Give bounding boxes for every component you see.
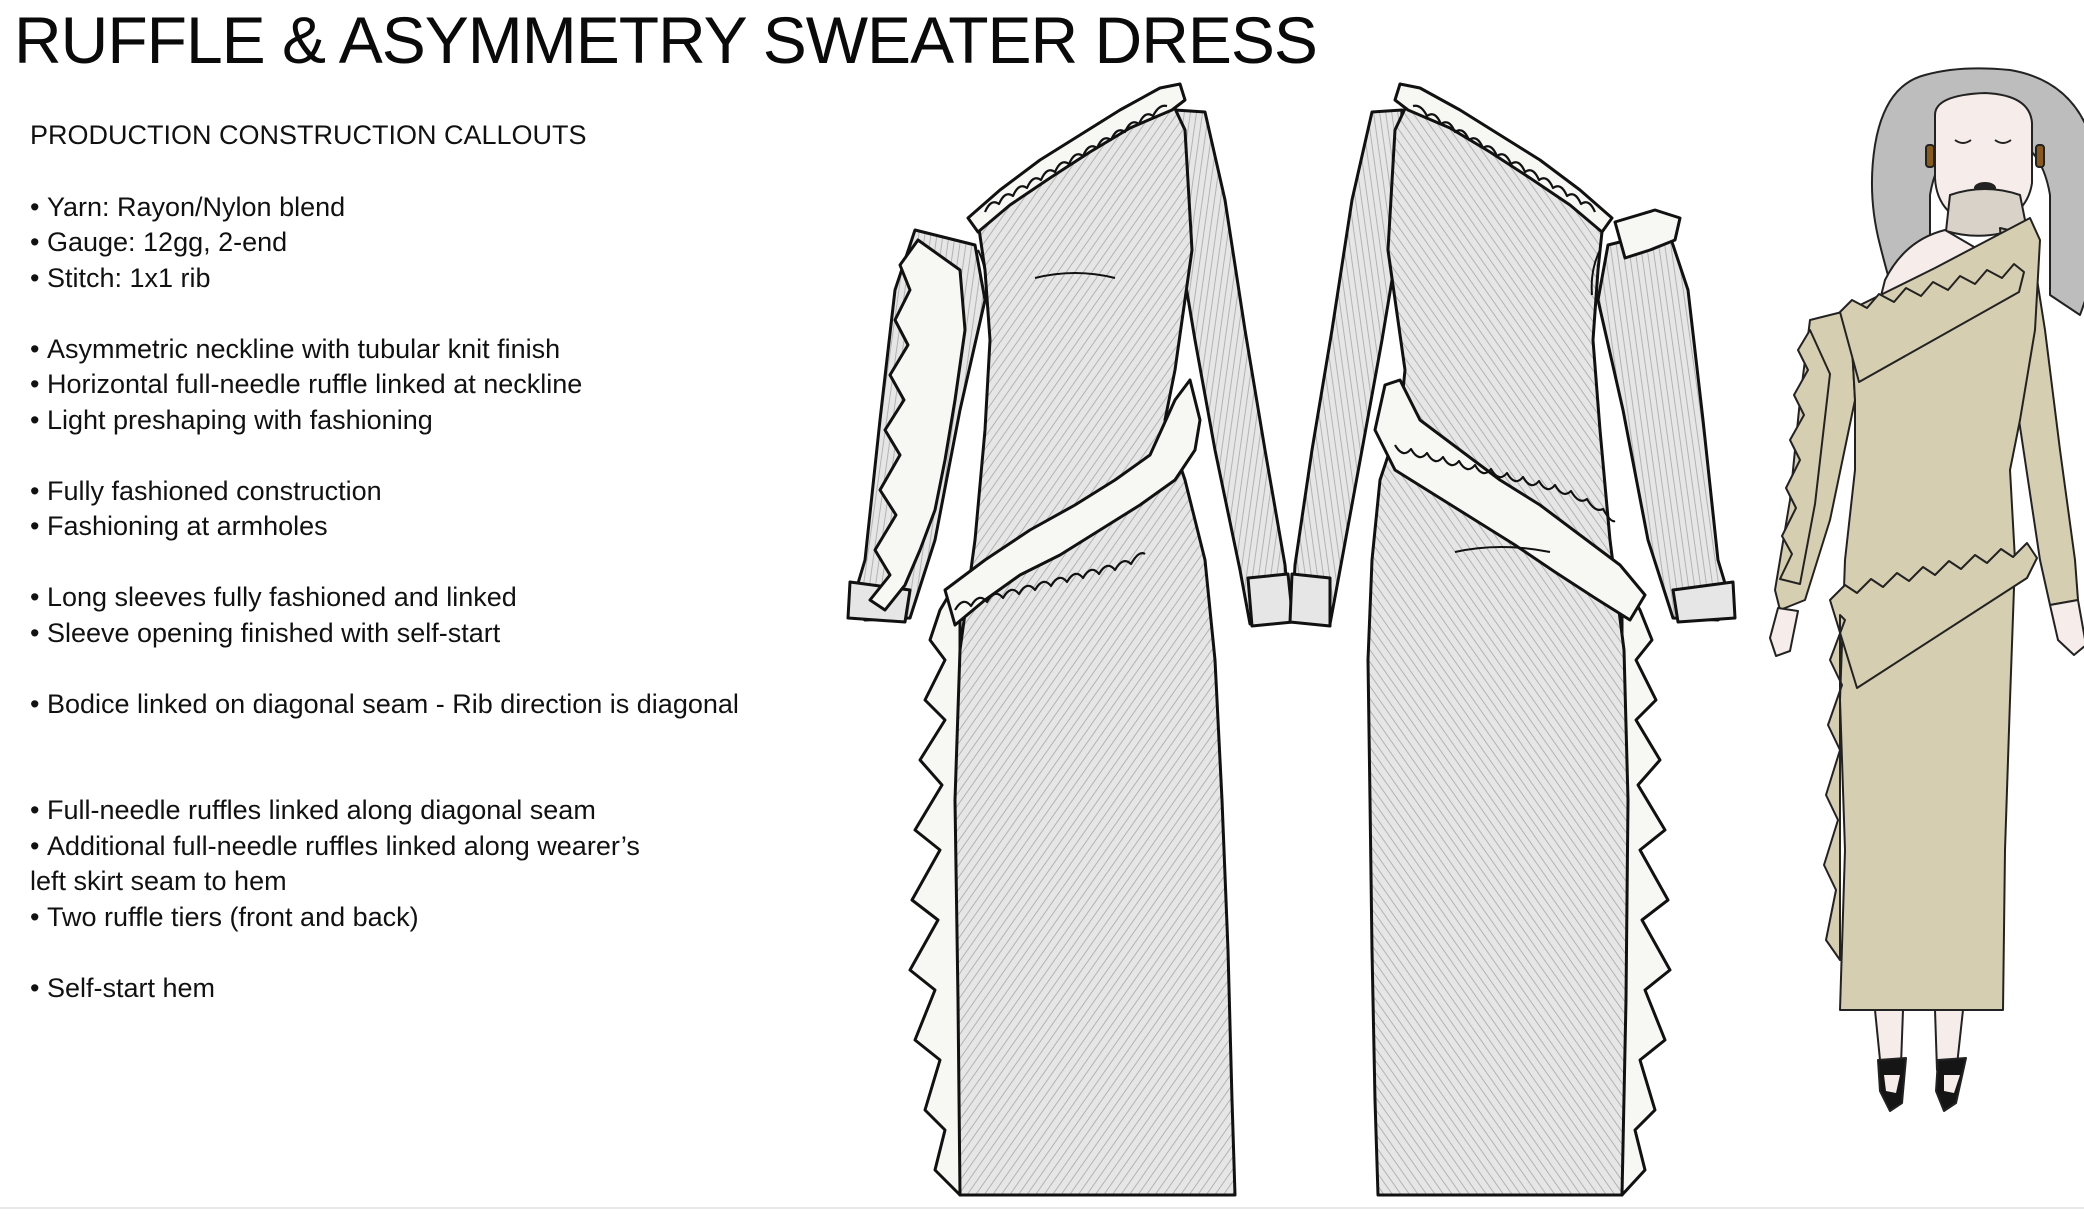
callout-group-ruffles: Full-needle ruffles linked along diagona… — [30, 793, 790, 935]
model-neckline-ruffle — [1839, 263, 2025, 383]
front-ruffle-edge — [954, 552, 1146, 611]
callout-item: Two ruffle tiers (front and back) — [30, 900, 790, 936]
back-right-sleeve — [1596, 228, 1735, 622]
model-diagonal-ruffle — [1829, 542, 2038, 689]
callout-item: Bodice linked on diagonal seam - Rib dir… — [30, 687, 790, 723]
back-side-ruffle — [1620, 583, 1672, 1197]
callout-item: Additional full-needle ruffles linked al… — [30, 829, 790, 865]
model-left-sleeve-ruffle — [1779, 329, 1831, 585]
model-toe-right — [1944, 1075, 1960, 1093]
back-waist-line — [1454, 546, 1551, 553]
front-flat-sketch — [846, 82, 1295, 1197]
front-neckline-ruffle — [966, 82, 1187, 234]
back-armhole-line — [1590, 249, 1601, 296]
callout-item: Light preshaping with fashioning — [30, 403, 790, 439]
callout-item: Long sleeves fully fashioned and linked — [30, 580, 790, 616]
callout-item: Sleeve opening finished with self-start — [30, 616, 790, 652]
front-sleeve-ruffle — [868, 238, 967, 612]
model-toe-left — [1884, 1075, 1900, 1093]
front-side-ruffle — [908, 583, 962, 1197]
front-right-cuff — [1246, 572, 1295, 628]
back-neckline-edge — [1412, 104, 1597, 213]
page-title: RUFFLE & ASYMMETRY SWEATER DRESS — [14, 3, 1318, 77]
model-skirt-ruffle — [1823, 614, 1846, 961]
callout-item: Gauge: 12gg, 2-end — [30, 225, 790, 261]
model-eyes — [1954, 139, 2012, 144]
model-earring-left — [1925, 144, 1935, 168]
model-illustration — [1769, 67, 2084, 1112]
construction-callouts: PRODUCTION CONSTRUCTION CALLOUTS Yarn: R… — [30, 118, 790, 1042]
callout-item: Yarn: Rayon/Nylon blend — [30, 190, 790, 226]
callout-item: Horizontal full-needle ruffle linked at … — [30, 367, 790, 403]
back-right-cuff — [1671, 580, 1737, 624]
back-left-cuff — [1288, 572, 1332, 628]
back-ruffle-edge — [1394, 444, 1616, 523]
back-flat-sketch — [1288, 82, 1737, 1197]
callout-group-bodice: Bodice linked on diagonal seam - Rib dir… — [30, 687, 790, 723]
model-left-hand — [1769, 607, 1799, 657]
callout-item: Fashioning at armholes — [30, 509, 790, 545]
model-right-hand — [2049, 599, 2084, 656]
callout-item: Fully fashioned construction — [30, 474, 790, 510]
callout-group-sleeves: Long sleeves fully fashioned and linked … — [30, 580, 790, 651]
back-neckline-ruffle — [1393, 82, 1614, 234]
back-diagonal-ruffle — [1373, 378, 1647, 622]
front-armhole-line — [977, 249, 988, 296]
model-earring-right — [2035, 144, 2045, 168]
callout-item: Stitch: 1x1 rib — [30, 261, 790, 297]
callout-group-hem: Self-start hem — [30, 971, 790, 1007]
bottom-divider — [0, 1207, 2084, 1209]
front-neckline-edge — [983, 104, 1168, 213]
callout-item-continued: left skirt seam to hem — [30, 866, 287, 896]
front-diagonal-ruffle — [943, 378, 1202, 627]
back-shoulder-ruffle — [1613, 208, 1682, 260]
back-body — [1366, 96, 1630, 1197]
callout-group-yarn: Yarn: Rayon/Nylon blend Gauge: 12gg, 2-e… — [30, 190, 790, 297]
callout-group-neckline: Asymmetric neckline with tubular knit fi… — [30, 332, 790, 439]
callout-item: Self-start hem — [30, 971, 790, 1007]
front-bust-dart — [1034, 272, 1116, 279]
callout-item: Asymmetric neckline with tubular knit fi… — [30, 332, 790, 368]
callouts-heading: PRODUCTION CONSTRUCTION CALLOUTS — [30, 120, 587, 150]
front-body — [953, 96, 1237, 1197]
callout-group-construction: Fully fashioned construction Fashioning … — [30, 474, 790, 545]
callout-item: Full-needle ruffles linked along diagona… — [30, 793, 790, 829]
